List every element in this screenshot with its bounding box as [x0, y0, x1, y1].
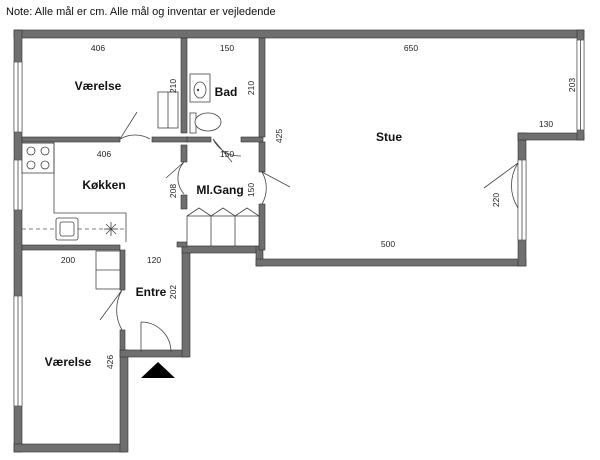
door-altan	[483, 162, 519, 209]
room-label-stue: Stue	[376, 130, 402, 144]
wall-vaerelse-entre-a	[119, 249, 126, 291]
dim-entre-width: 120	[147, 255, 161, 265]
room-label-vaerelse-bottom: Værelse	[45, 355, 92, 369]
wall-entre-stub	[176, 241, 188, 248]
wall-vaerelse-bad	[180, 37, 188, 134]
dim-stue-bay-width: 130	[539, 119, 553, 129]
dim-koekken-width: 406	[97, 149, 111, 159]
wall-bad-gang-stub	[180, 144, 188, 163]
dim-stue-width: 650	[404, 43, 418, 53]
wall-bad-stue	[258, 37, 266, 138]
dim-ml-gang-width: 150	[220, 149, 234, 159]
wall-bad-bottom-b	[240, 136, 264, 143]
dim-stue-bottom-width: 500	[381, 239, 395, 249]
room-label-bad: Bad	[215, 85, 238, 99]
wall-mlgang-bottom	[181, 245, 261, 254]
kitchen-counter	[22, 142, 127, 242]
dim-vaerelse-bottom-height: 426	[105, 355, 115, 369]
wall-vaerelse-koekken-a	[21, 136, 121, 143]
wall-koekken-gang-stub	[180, 194, 188, 210]
doors	[99, 111, 519, 378]
wall-entre-right	[181, 245, 191, 358]
wall-gang-stue-b	[258, 203, 266, 251]
door-vaerelse-bottom	[99, 289, 123, 331]
dim-stue-left-height: 425	[274, 129, 284, 143]
wall-entrance-bottom	[119, 349, 189, 358]
door-entrance	[140, 321, 172, 353]
entrance-triangle-icon	[141, 362, 175, 378]
dim-stue-bay-height: 220	[491, 193, 501, 207]
kitchen-sink-icon	[55, 217, 79, 241]
wall-bad-bottom-a	[186, 136, 212, 143]
door-vaerelse-top	[119, 111, 151, 140]
dimension-labels: 406 150 650 210 210 203 130 425 406 150 …	[61, 43, 577, 369]
door-stue	[261, 171, 291, 205]
fixtures	[21, 73, 260, 290]
closet-icon	[186, 215, 260, 247]
door-koekken	[165, 161, 185, 195]
dim-bad-right-height: 210	[246, 81, 256, 95]
dim-vaerelse-bottom-width: 200	[61, 255, 75, 265]
wall-bottom-left-room	[13, 443, 127, 453]
room-label-ml-gang: Ml.Gang	[196, 183, 243, 197]
outer-walls	[13, 29, 585, 453]
wall-top	[13, 29, 585, 39]
wall-stue-bottom	[255, 258, 527, 267]
stove-icon	[21, 142, 55, 174]
wall-vaerelse-entre-b	[119, 329, 126, 351]
wall-bay-top	[517, 132, 585, 141]
dim-koekken-height: 208	[168, 184, 178, 198]
dim-bad-left-height: 210	[168, 79, 178, 93]
room-label-entre: Entre	[136, 285, 167, 299]
wall-bottom-room-right	[119, 349, 129, 453]
kitchen-tap-icon	[104, 222, 118, 236]
door-bad	[212, 138, 242, 163]
dim-vaerelse-top-width: 406	[91, 43, 105, 53]
plan-note: Note: Alle mål er cm. Alle mål og invent…	[6, 6, 276, 18]
room-label-vaerelse-top: Værelse	[75, 79, 122, 93]
room-label-koekken: Køkken	[82, 178, 125, 192]
dim-entre-height: 202	[168, 285, 178, 299]
wall-gang-stue-a	[258, 141, 266, 173]
wall-koekken-vaerelse	[21, 244, 121, 251]
dim-bad-width: 150	[220, 43, 234, 53]
room-labels: Værelse Bad Stue Køkken Ml.Gang Entre Væ…	[45, 79, 403, 369]
windows	[13, 39, 585, 407]
dim-stue-window-height: 203	[567, 78, 577, 92]
wall-vaerelse-koekken-b	[151, 136, 189, 143]
toilet-icon	[194, 112, 222, 132]
dim-ml-gang-height: 150	[246, 183, 256, 197]
